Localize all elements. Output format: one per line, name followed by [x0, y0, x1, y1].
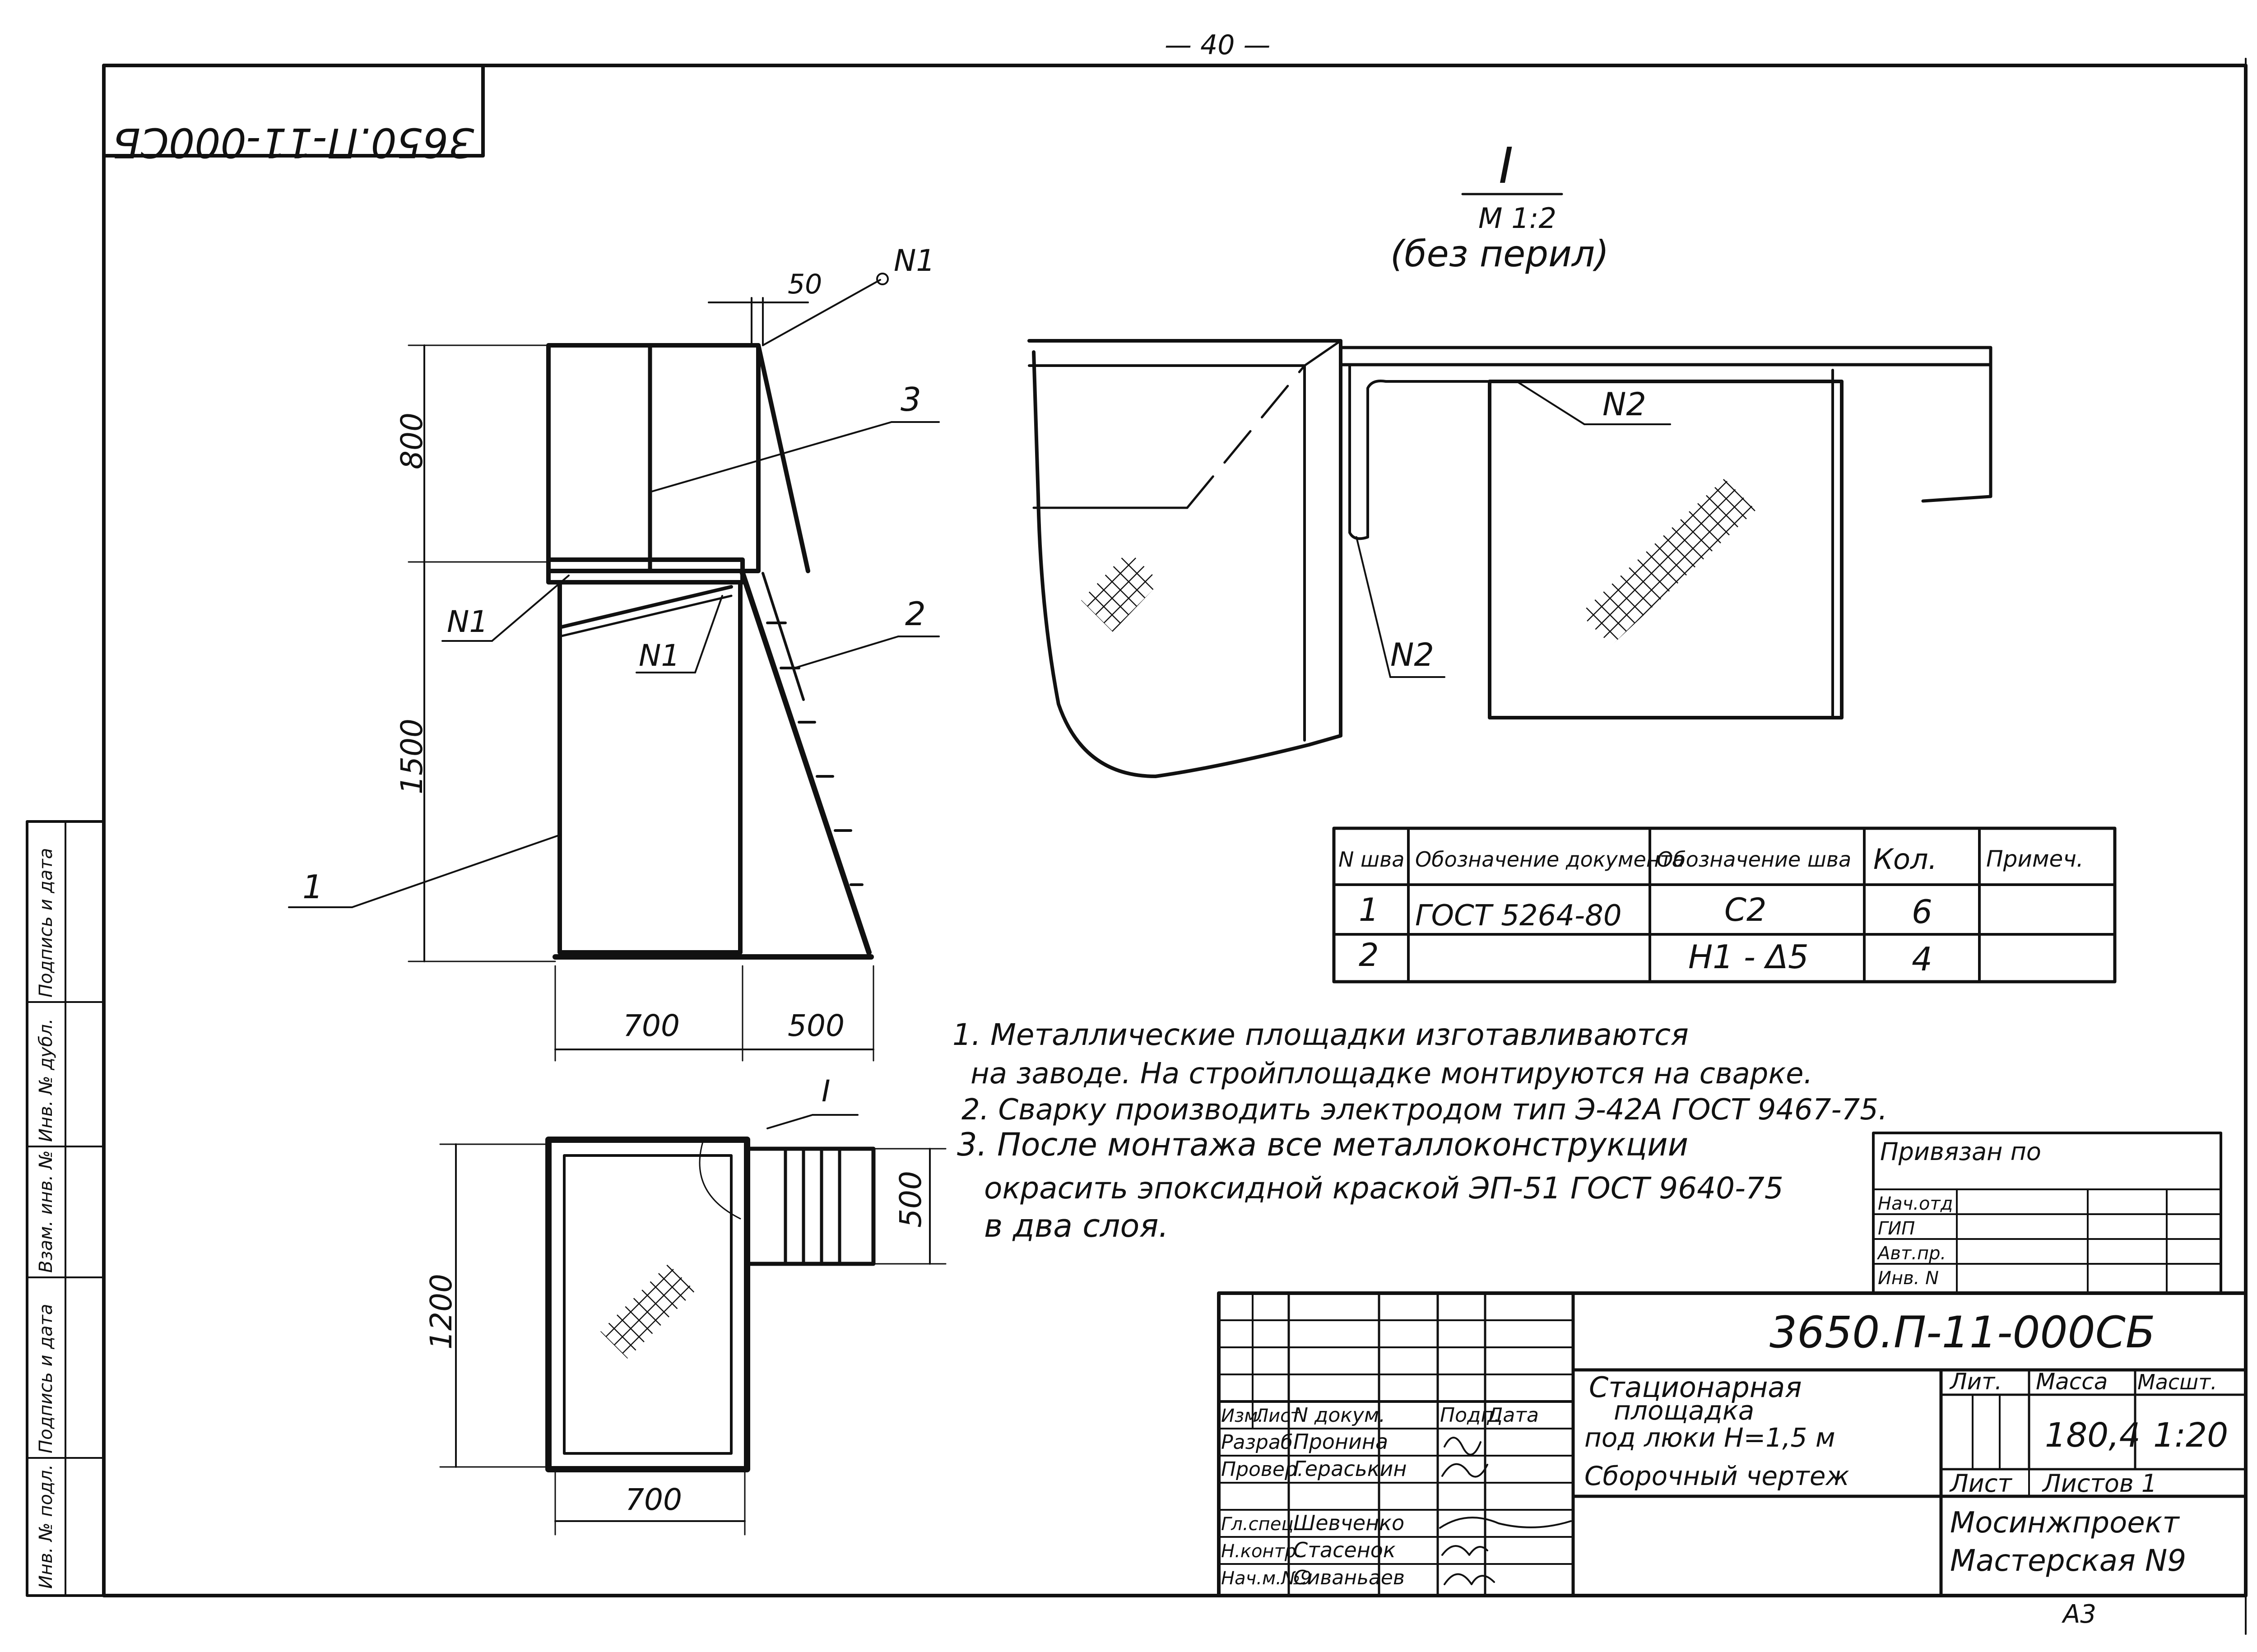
- pos-3: 3: [901, 381, 921, 418]
- weld-n1-top: N1: [894, 243, 935, 278]
- weld-table: N шва Обозначение документа Обозначение …: [1332, 826, 2117, 984]
- tb-person-4: Стасенок: [1293, 1538, 1396, 1562]
- note-line-1: 1. Металлические площадки изготавливаютс…: [952, 1017, 1689, 1052]
- weld-row2-qty: 4: [1912, 940, 1932, 978]
- dim-800: 800: [395, 413, 429, 469]
- pos-1: 1: [302, 868, 323, 906]
- signature-1: [1444, 1437, 1481, 1456]
- dim-500-plan: 500: [893, 1171, 928, 1228]
- tb-format: А3: [2062, 1600, 2096, 1629]
- weld-row1-qty: 6: [1912, 893, 1932, 931]
- side-stamp: Инв. № подл. Подпись и дата Взам. инв. №…: [26, 820, 105, 1597]
- tb-lit-label: Лит.: [1949, 1369, 2002, 1395]
- signature-3: [1439, 1517, 1572, 1529]
- note-line-3: 2. Сварку производить электродом тип Э-4…: [961, 1093, 1887, 1127]
- side-stamp-1: Инв. № подл.: [36, 1464, 56, 1589]
- tb-person-1: Пронина: [1293, 1429, 1388, 1454]
- tb-org-2: Мастерская N9: [1950, 1543, 2186, 1578]
- weld-table-header-4: Кол.: [1873, 843, 1937, 876]
- dim-500-elev: 500: [788, 1008, 845, 1043]
- tb-mass-label: Масса: [2036, 1369, 2108, 1395]
- tb-doc-code: 3650.П-11-000СБ: [1769, 1307, 2155, 1358]
- weld-n1-mid: N1: [639, 638, 680, 673]
- dim-50: 50: [788, 269, 822, 300]
- weld-table-header-5: Примеч.: [1986, 846, 2084, 872]
- tb-role-2: Провер.: [1221, 1458, 1304, 1481]
- tb-header-list: Лист: [1254, 1406, 1301, 1426]
- tb-role-4: Н.контр.: [1221, 1541, 1302, 1562]
- side-stamp-2: Подпись и дата: [36, 1304, 56, 1453]
- binding-box: Привязан по Нач.отд ГИП Авт.пр. Инв. N: [1872, 1132, 2222, 1295]
- detail-scale: М 1:2: [1478, 202, 1556, 235]
- weld-row1-doc: ГОСТ 5264-80: [1415, 899, 1622, 933]
- tb-header-date: Дата: [1486, 1404, 1539, 1427]
- tb-mass: 180,4: [2045, 1416, 2141, 1455]
- tb-scale: 1:20: [2153, 1416, 2228, 1455]
- elevation-view: 50 800 1500 700 500 N1 3 N1 N1 2: [288, 243, 940, 1062]
- side-stamp-4: Инв. № дубл.: [36, 1018, 56, 1142]
- tb-header-doc: N докум.: [1293, 1404, 1385, 1427]
- tb-person-5: Сиваньаев: [1293, 1566, 1405, 1589]
- detail-title: I: [1499, 137, 1513, 195]
- tb-name-2: площадка: [1614, 1395, 1754, 1426]
- tb-role-1: Разраб.: [1221, 1431, 1299, 1454]
- plan-view: I 1200 500 700: [424, 1074, 947, 1536]
- pos-2: 2: [905, 595, 926, 633]
- dim-700-plan: 700: [625, 1482, 682, 1517]
- detail-hatch-left: [1081, 551, 1160, 632]
- side-stamp-3: Взам. инв. №: [36, 1150, 56, 1273]
- tb-header-izm: Изм.: [1221, 1406, 1263, 1426]
- binding-row-4: Инв. N: [1878, 1268, 1939, 1289]
- signature-2: [1441, 1463, 1488, 1478]
- plan-section-mark: I: [822, 1074, 830, 1109]
- page-number: — 40 —: [1165, 29, 1271, 61]
- weld-table-header-3: Обозначение шва: [1657, 847, 1851, 872]
- detail-view: I М 1:2 (без перил) N2 N2: [1027, 137, 1992, 778]
- binding-row-2: ГИП: [1878, 1218, 1915, 1239]
- detail-weld-n2-bottom: N2: [1390, 636, 1434, 673]
- tb-header-sign: Подп.: [1440, 1404, 1500, 1427]
- note-line-5: окрасить эпоксидной краской ЭП-51 ГОСТ 9…: [984, 1171, 1783, 1206]
- weld-row2-seam: Н1 - Δ5: [1688, 938, 1809, 976]
- binding-row-1: Нач.отд: [1878, 1193, 1953, 1214]
- signature-5: [1444, 1573, 1495, 1585]
- tb-sheets-label: Листов 1: [2042, 1469, 2157, 1498]
- weld-table-header-1: N шва: [1338, 847, 1404, 872]
- weld-row1-no: 1: [1359, 891, 1379, 928]
- dim-700-elev: 700: [623, 1008, 680, 1043]
- signature-4: [1441, 1545, 1488, 1556]
- tb-person-3: Шевченко: [1293, 1511, 1404, 1535]
- general-notes: 1. Металлические площадки изготавливаютс…: [952, 1017, 1887, 1244]
- plan-hatch: [600, 1264, 695, 1359]
- side-stamp-5: Подпись и дата: [36, 848, 56, 998]
- binding-title: Привязан по: [1880, 1137, 2041, 1166]
- note-line-2: на заводе. На стройплощадке монтируются …: [971, 1057, 1813, 1091]
- tb-name-1: Стационарная: [1589, 1371, 1802, 1404]
- tb-name-3: под люки Н=1,5 м: [1584, 1422, 1835, 1453]
- tb-role-5: Нач.м.№9: [1221, 1568, 1312, 1589]
- weld-n1-left: N1: [447, 604, 488, 639]
- tb-org-1: Мосинжпроект: [1950, 1506, 2180, 1540]
- weld-row2-no: 2: [1359, 937, 1379, 974]
- dim-1200: 1200: [424, 1274, 459, 1350]
- tb-subtitle: Сборочный чертеж: [1584, 1461, 1849, 1491]
- detail-note: (без перил): [1390, 233, 1609, 275]
- weld-table-header-2: Обозначение документа: [1415, 847, 1685, 872]
- tb-person-2: Гераськин: [1293, 1457, 1407, 1481]
- dim-1500: 1500: [395, 719, 429, 794]
- tb-scale-label: Масшт.: [2137, 1370, 2217, 1394]
- weld-row1-seam: С2: [1724, 891, 1766, 928]
- detail-weld-n2-top: N2: [1602, 386, 1646, 423]
- note-line-6: в два слоя.: [984, 1207, 1169, 1244]
- corner-stamp: 3650.П-11-000СБ: [102, 64, 485, 166]
- tb-sheet-label: Лист: [1949, 1469, 2012, 1498]
- tb-role-3: Гл.спец.: [1221, 1514, 1299, 1535]
- title-block: Изм. Лист N докум. Подп. Дата Разраб. Пр…: [1217, 1291, 2248, 1629]
- detail-hatch-right: [1580, 478, 1756, 645]
- corner-stamp-code: 3650.П-11-000СБ: [112, 119, 474, 166]
- note-line-4: 3. После монтажа все металлоконструкции: [957, 1126, 1688, 1163]
- binding-row-3: Авт.пр.: [1876, 1243, 1946, 1264]
